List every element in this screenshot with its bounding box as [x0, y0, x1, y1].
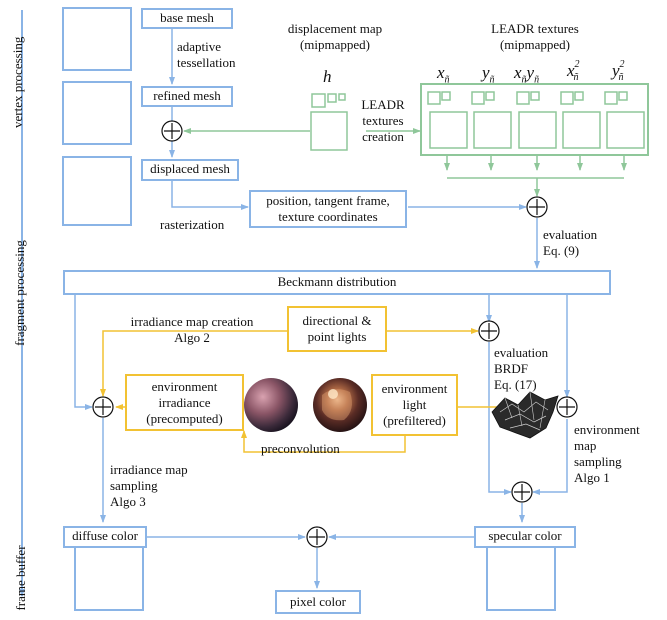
leadr-textures-panel: [420, 83, 649, 156]
eval9-line1: evaluation: [543, 227, 598, 242]
env-light-line1: environment: [381, 381, 448, 396]
diffuse-color-label: diffuse color: [72, 528, 138, 543]
displaced-mesh-box: displaced mesh: [141, 159, 239, 181]
y2-sub: ñ: [618, 72, 624, 84]
evaluation-eq9-label: evaluation Eq. (9): [543, 227, 597, 259]
env-sampling-line3: sampling: [574, 454, 622, 469]
adaptive-line1: adaptive: [177, 39, 222, 54]
xy-ysub: ñ: [534, 74, 540, 86]
refined-mesh-box: refined mesh: [141, 86, 233, 107]
thumbnail-displaced-mesh: [62, 156, 132, 226]
vertex-processing-label: vertex processing: [10, 36, 25, 128]
rasterization-label: rasterization: [160, 217, 225, 232]
y2-base: y: [612, 61, 620, 80]
specular-buffer-thumbnail: [486, 545, 556, 611]
fragment-processing-label: fragment processing: [12, 240, 27, 346]
xy-n-symbol: xñyñ: [514, 63, 539, 85]
base-mesh-label: base mesh: [160, 10, 214, 25]
x2-n-symbol: x2ñ: [567, 59, 580, 84]
env-irradiance-line2: irradiance: [158, 395, 211, 410]
x-sub: ñ: [444, 74, 450, 86]
h-symbol: h: [323, 67, 332, 86]
x2-base: x: [567, 61, 575, 80]
env-sampling-line1: environment: [574, 422, 640, 437]
evaluation-brdf-label: evaluation BRDF Eq. (17): [494, 345, 548, 393]
position-label-line1: position, tangent frame,: [266, 193, 390, 208]
leadr-tex-line1: LEADR textures: [491, 21, 579, 36]
pixel-color-label: pixel color: [290, 594, 346, 609]
irr-creation-line2: Algo 2: [174, 330, 210, 345]
beckmann-label: Beckmann distribution: [277, 274, 397, 289]
environment-irradiance-box: environment irradiance (precomputed): [125, 374, 244, 431]
combine-operators: [92, 120, 578, 548]
refined-mesh-label: refined mesh: [153, 88, 221, 103]
adaptive-line2: tessellation: [177, 55, 236, 70]
env-sampling-line2: map: [574, 438, 597, 453]
environment-sphere-image: [313, 378, 367, 432]
brdf-line3: Eq. (17): [494, 377, 537, 392]
env-irradiance-line3: (precomputed): [146, 411, 223, 426]
irr-sampling-line3: Algo 3: [110, 494, 146, 509]
environment-light-box: environment light (prefiltered): [371, 374, 458, 436]
thumbnail-refined-mesh: [62, 81, 132, 145]
specular-color-box: specular color: [474, 526, 576, 548]
x-n-symbol: xñ: [437, 63, 450, 85]
irradiance-sphere-image: [244, 378, 298, 432]
leadr-texture-tiles: [427, 91, 645, 149]
irr-creation-line1: irradiance map creation: [130, 314, 254, 329]
y-sub: ñ: [489, 74, 495, 86]
xy-y: y: [526, 63, 535, 82]
preconvolution-label: preconvolution: [261, 441, 340, 456]
x-base: x: [437, 63, 445, 82]
directional-lights-box: directional & point lights: [287, 306, 387, 352]
xy-xsub: ñ: [521, 74, 527, 86]
position-tangent-box: position, tangent frame, texture coordin…: [249, 190, 407, 228]
brdf-line1: evaluation: [494, 345, 549, 360]
base-mesh-box: base mesh: [141, 8, 233, 29]
env-light-line3: (prefiltered): [383, 413, 446, 428]
specular-color-label: specular color: [488, 528, 562, 543]
xy-x: x: [514, 63, 522, 82]
irr-sampling-line1: irradiance map: [110, 462, 188, 477]
eval9-line2: Eq. (9): [543, 243, 580, 258]
leadr-creation-line3: creation: [362, 129, 404, 144]
disp-map-line1: displacement map: [287, 21, 383, 36]
y2-n-symbol: y2ñ: [612, 59, 625, 84]
beckmann-distribution-box: Beckmann distribution: [63, 270, 611, 295]
irr-sampling-line2: sampling: [110, 478, 158, 493]
irradiance-map-sampling-label: irradiance map sampling Algo 3: [110, 462, 188, 510]
leadr-creation-line1: LEADR: [361, 97, 405, 112]
brdf-line2: BRDF: [494, 361, 528, 376]
env-light-line2: light: [402, 397, 427, 412]
env-sampling-line4: Algo 1: [574, 470, 610, 485]
leadr-textures-label: LEADR textures (mipmapped): [465, 21, 605, 53]
y-base: y: [482, 63, 490, 82]
adaptive-tessellation-label: adaptive tessellation: [177, 39, 236, 71]
frame-buffer-label: frame buffer: [13, 545, 28, 611]
environment-map-sampling-label: environment map sampling Algo 1: [574, 422, 640, 486]
y-n-symbol: yñ: [482, 63, 495, 85]
pixel-color-box: pixel color: [275, 590, 361, 614]
y2-sup: 2: [619, 59, 625, 71]
displacement-map-label: displacement map (mipmapped): [270, 21, 400, 53]
leadr-creation-line2: textures: [362, 113, 404, 128]
displacement-map-tiles: [310, 93, 348, 151]
displaced-mesh-label: displaced mesh: [150, 161, 230, 176]
disp-map-line2: (mipmapped): [299, 37, 371, 52]
position-label-line2: texture coordinates: [278, 209, 378, 224]
diffuse-buffer-thumbnail: [74, 545, 144, 611]
irradiance-map-creation-label: irradiance map creation Algo 2: [112, 314, 272, 346]
leadr-creation-label: LEADR textures creation: [348, 97, 418, 145]
microsurface-image: [491, 391, 559, 439]
env-irradiance-line1: environment: [151, 379, 218, 394]
leadr-tex-line2: (mipmapped): [499, 37, 571, 52]
directional-line2: point lights: [307, 329, 367, 344]
directional-line1: directional &: [302, 313, 372, 328]
thumbnail-base-mesh: [62, 7, 132, 71]
x2-sup: 2: [574, 59, 580, 71]
diffuse-color-box: diffuse color: [63, 526, 147, 548]
x2-sub: ñ: [573, 72, 579, 84]
